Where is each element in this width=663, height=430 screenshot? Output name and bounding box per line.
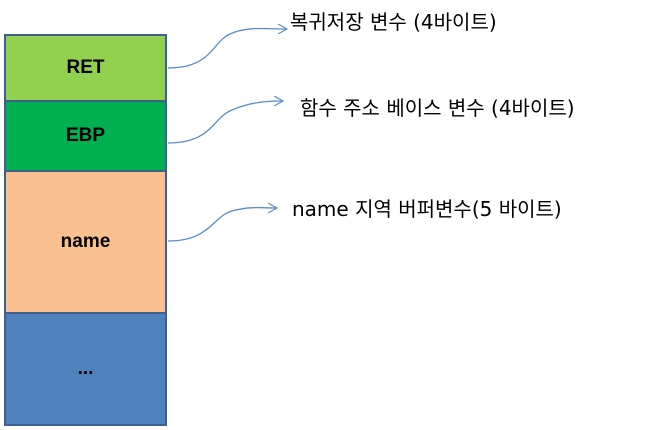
stack-block-ebp-label: EBP	[65, 125, 106, 146]
annotation-name: name 지역 버퍼변수(5 바이트)	[292, 197, 562, 221]
stack-block-name-label: name	[60, 231, 111, 252]
stack-block-ret: RET	[4, 34, 167, 102]
stack-block-ret-label: RET	[66, 57, 105, 78]
annotation-ebp: 함수 주소 베이스 변수 (4바이트)	[300, 96, 575, 120]
stack-block-more: ...	[4, 312, 167, 426]
stack-block-ebp: EBP	[4, 100, 167, 172]
stack-block-more-label: ...	[77, 358, 94, 379]
stack-block-name: name	[4, 170, 167, 314]
annotation-ret: 복귀저장 변수 (4바이트)	[290, 10, 497, 34]
